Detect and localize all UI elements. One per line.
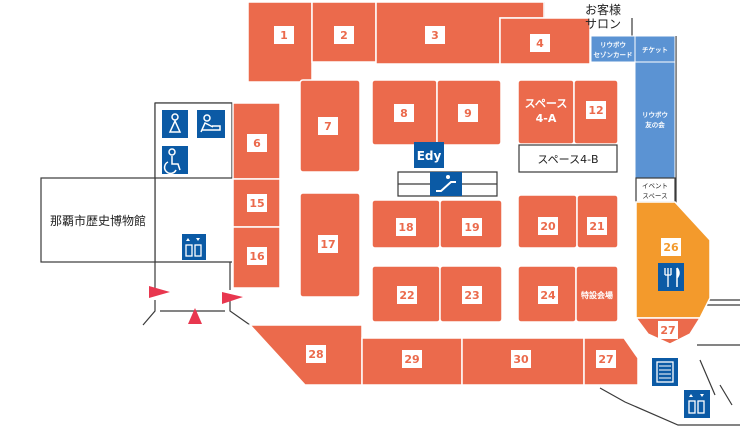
entrance-walls [142, 300, 251, 326]
multipurpose-restroom-icon[interactable] [162, 146, 188, 175]
store-18-number: 18 [398, 221, 413, 234]
store-17-number: 17 [320, 238, 335, 251]
tomonokai-label-line2: 友の会 [645, 120, 665, 129]
store-24-number: 24 [540, 289, 556, 302]
store-27-south-tag [596, 350, 616, 368]
store-22-tag [397, 286, 417, 304]
store-27-east-number: 27 [660, 324, 675, 337]
event-space-label-line2: スペース [642, 192, 667, 200]
store-4-number: 4 [536, 37, 544, 50]
store-15-number: 15 [249, 197, 264, 210]
store-28-tag [306, 345, 326, 363]
store-17-tag [318, 235, 338, 253]
escalator-icon[interactable] [430, 172, 462, 196]
escalator-well [397, 171, 498, 197]
store-2-number: 2 [340, 29, 348, 42]
store-26-tag [661, 238, 681, 256]
store-23-number: 23 [464, 289, 479, 302]
entrance-arrow-west [149, 286, 170, 298]
museum-label: 那覇市歴史博物館 [50, 213, 146, 228]
edy-label: Edy [417, 149, 442, 163]
tomonokai-counter[interactable] [634, 61, 676, 179]
store-4-tag [530, 34, 550, 52]
edy-terminal[interactable]: Edy [414, 142, 444, 168]
store-18-tag [396, 218, 416, 236]
store-8-number: 8 [400, 107, 408, 120]
store-6-tag [247, 134, 267, 152]
saison-card-label-line1: リウボウ [600, 40, 626, 49]
special-venue-label: 特設会場 [581, 290, 613, 300]
store-29-number: 29 [404, 353, 419, 366]
entrance-arrow-south [188, 308, 202, 324]
store-6-number: 6 [253, 137, 261, 150]
store-27-south-number: 27 [598, 353, 613, 366]
store-19-number: 19 [464, 221, 479, 234]
store-16-number: 16 [249, 250, 265, 263]
store-15-tag [247, 194, 267, 212]
store-27-east-tag [658, 321, 678, 339]
event-space-label-line1: イベント [642, 182, 668, 190]
store-12-number: 12 [588, 104, 603, 117]
museum-area[interactable] [40, 177, 156, 263]
store-9-number: 9 [464, 107, 472, 120]
store-24-tag [538, 286, 558, 304]
saison-card-label-line2: セゾンカード [594, 50, 633, 59]
space-4b-label: スペース4-B [537, 153, 598, 166]
store-21-number: 21 [589, 220, 604, 233]
store-2-tag [334, 26, 354, 44]
store-1-number: 1 [280, 29, 288, 42]
locker-icon[interactable] [652, 358, 678, 386]
store-3-number: 3 [431, 29, 439, 42]
restaurant-icon[interactable] [658, 263, 684, 291]
baby-changing-icon[interactable] [197, 110, 225, 138]
ticket-counter-label: チケット [642, 46, 668, 54]
store-23-tag [462, 286, 482, 304]
store-7-number: 7 [324, 120, 332, 133]
space-4a-label-line2: 4-A [536, 112, 557, 125]
store-26-number: 26 [663, 241, 679, 254]
south-east-outline [599, 344, 740, 426]
store-20-tag [538, 217, 558, 235]
store-20-number: 20 [540, 220, 556, 233]
elevator-icon[interactable] [684, 390, 710, 418]
store-3-tag [425, 26, 445, 44]
womens-restroom-icon[interactable] [162, 110, 188, 138]
elevator-icon[interactable] [182, 234, 206, 260]
guest-salon-label-line1: お客様 [585, 2, 621, 17]
entrance-arrow-east [222, 292, 243, 304]
store-21-tag [587, 217, 607, 235]
store-30-number: 30 [513, 353, 529, 366]
store-16-tag [247, 247, 267, 265]
store-8-tag [394, 104, 414, 122]
guest-salon-label-line2: サロン [585, 17, 621, 31]
special-venue-area[interactable] [575, 265, 619, 323]
store-22-number: 22 [399, 289, 414, 302]
store-9-tag [458, 104, 478, 122]
ticket-counter[interactable] [634, 35, 676, 63]
space-4b-area[interactable] [518, 144, 618, 173]
store-7-tag [318, 117, 338, 135]
store-28-number: 28 [308, 348, 323, 361]
store-1-tag [274, 26, 294, 44]
store-19-tag [462, 218, 482, 236]
tomonokai-label-line1: リウボウ [642, 110, 668, 119]
store-29-tag [402, 350, 422, 368]
store-30-tag [511, 350, 531, 368]
store-26-area[interactable] [635, 201, 711, 319]
space-4a-label-line1: スペース [525, 97, 568, 110]
store-12-tag [586, 101, 606, 119]
